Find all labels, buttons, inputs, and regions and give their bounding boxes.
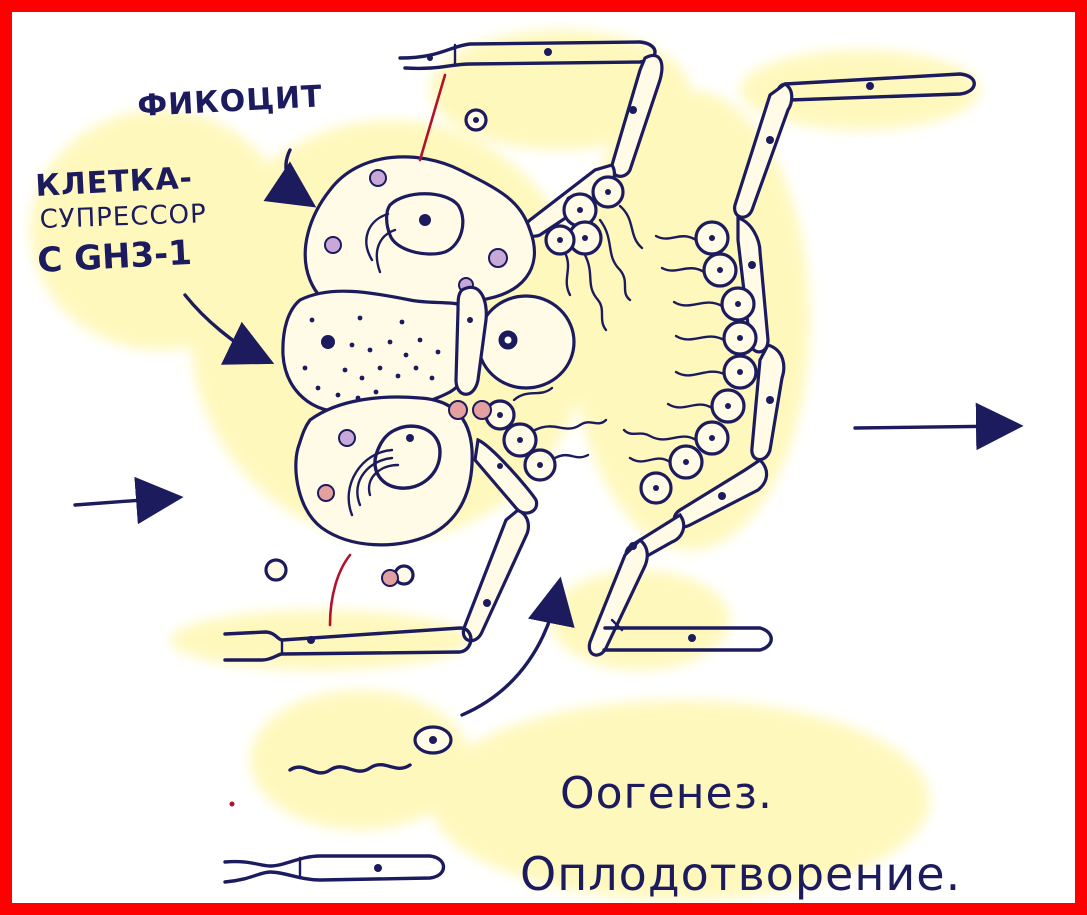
left-arrow: [75, 498, 170, 505]
caption-fertilization: Оплодотворение.: [520, 847, 961, 901]
filament-bottom: [225, 856, 444, 882]
label-suppressor-line2: СУПРЕССОР: [39, 199, 207, 235]
label-phycocyte: ФИКОЦИТ: [137, 79, 324, 124]
right-arrow: [855, 426, 1010, 428]
label-suppressor-line3: С GH3-1: [36, 233, 192, 281]
caption-oogenesis: Оогенез.: [560, 768, 773, 819]
